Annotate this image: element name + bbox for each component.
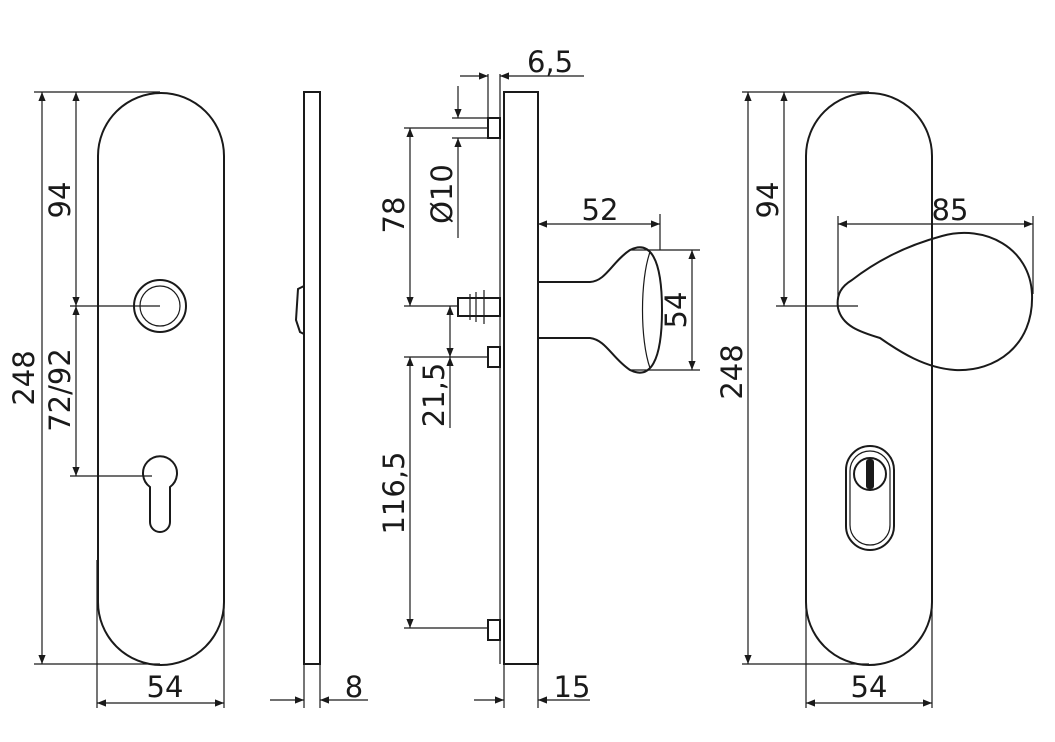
knob-side-plate	[503, 91, 539, 665]
knob-front-shape	[836, 231, 1034, 372]
fixing-pin-middle	[487, 346, 501, 368]
label-knob-front-width: 54	[851, 670, 888, 704]
label-pin-offset: 6,5	[527, 45, 573, 79]
side-view: 8	[270, 91, 368, 708]
label-knob-front-height: 248	[715, 344, 749, 399]
label-knob-height: 54	[659, 292, 693, 329]
front-plate-outline	[97, 92, 225, 666]
knob-profile	[538, 246, 664, 374]
label-upper-to-spindle: 78	[377, 197, 411, 234]
label-spindle-to-pin: 21,5	[417, 363, 451, 428]
label-knob-upper-distance: 94	[751, 182, 785, 219]
side-plate-outline	[303, 91, 321, 665]
cylinder-cam	[853, 457, 887, 491]
spindle	[457, 297, 501, 317]
label-lower-distance-knob-side: 116,5	[377, 451, 411, 534]
label-height: 248	[7, 350, 41, 405]
knob-front-plate-outline	[805, 92, 933, 666]
cylinder-escutcheon	[845, 445, 895, 551]
label-plate-thickness: 15	[554, 670, 591, 704]
label-side-thickness: 8	[345, 670, 363, 704]
knob-front-view: 94 85 248 54	[715, 91, 1034, 708]
label-projection: 52	[582, 193, 619, 227]
label-upper-distance: 94	[43, 182, 77, 219]
fixing-pin-top	[487, 117, 501, 139]
knob-side-view: 6,5 Ø10 78 21,5 116,5 52 54	[377, 45, 700, 708]
cylinder-escutcheon-inner	[849, 450, 891, 546]
side-rosette-bump	[294, 285, 305, 335]
cylinder-key-slot	[866, 459, 874, 489]
label-pin-diameter: Ø10	[425, 164, 459, 224]
front-view: 248 94 72/92 54	[7, 91, 225, 708]
knob-profile-inner	[641, 251, 651, 369]
label-lower-distance: 72/92	[43, 348, 77, 432]
label-width: 54	[147, 670, 184, 704]
cylinder-keyhole	[142, 455, 178, 533]
fixing-pin-bottom	[487, 619, 501, 641]
label-knob-width: 85	[932, 193, 969, 227]
